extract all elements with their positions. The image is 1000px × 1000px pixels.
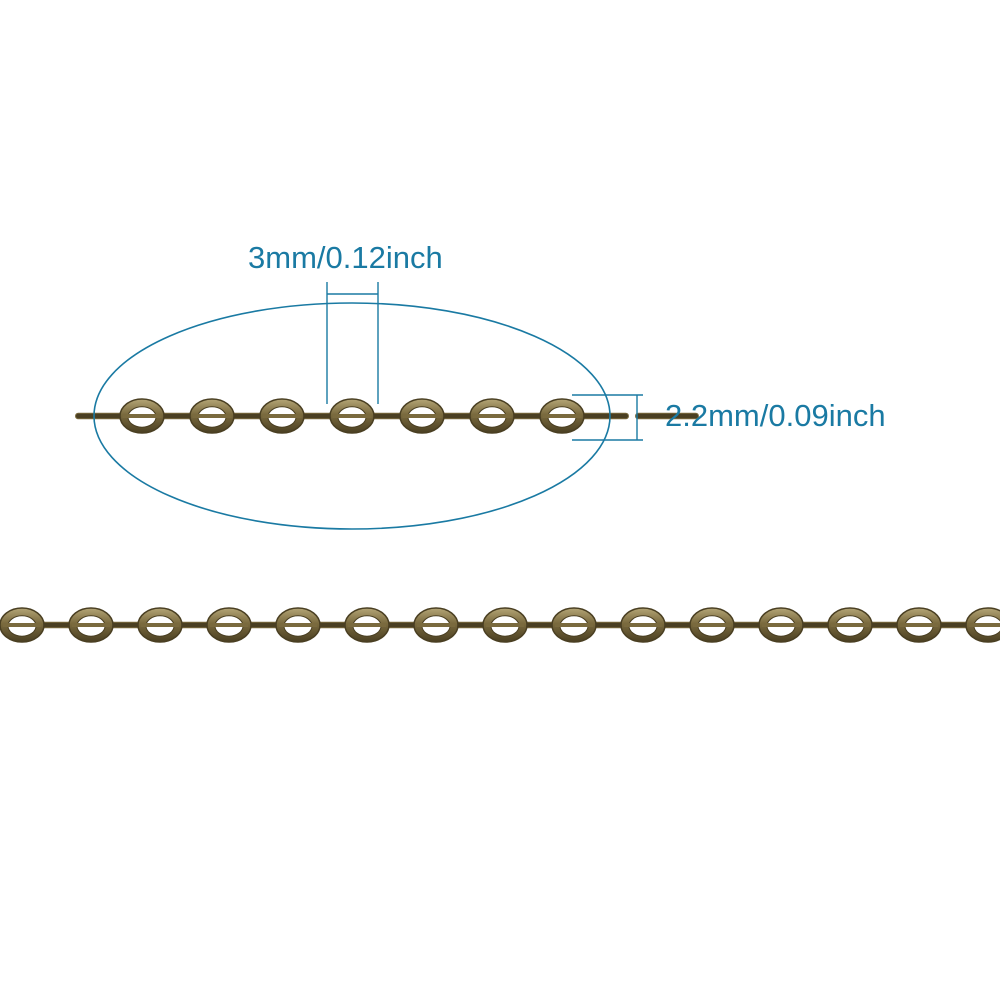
chain-link-crossbar	[761, 623, 801, 627]
chain-link-crossbar	[209, 623, 249, 627]
length-dimension-marker	[326, 282, 379, 404]
chain-link-crossbar	[692, 623, 732, 627]
chain-link-crossbar	[347, 623, 387, 627]
chain-link-crossbar	[485, 623, 525, 627]
chain-detail-magnified	[75, 398, 699, 434]
chain-full-length	[0, 607, 1000, 643]
chain-link-crossbar	[192, 414, 232, 418]
chain-link-crossbar	[542, 414, 582, 418]
chain-link-crossbar	[554, 623, 594, 627]
chain-link-crossbar	[623, 623, 663, 627]
chain-link-crossbar	[472, 414, 512, 418]
width-dimension-label: 2.2mm/0.09inch	[665, 398, 886, 433]
chain-link-crossbar	[262, 414, 302, 418]
chain-link-crossbar	[140, 623, 180, 627]
chain-link-crossbar	[2, 623, 42, 627]
chain-link-crossbar	[71, 623, 111, 627]
width-dimension-marker	[572, 394, 643, 441]
magnifier-ellipse	[93, 302, 611, 530]
chain-link-crossbar	[332, 414, 372, 418]
chain-link-crossbar	[402, 414, 442, 418]
chain-link-edge	[635, 412, 699, 420]
chain-link-crossbar	[968, 623, 1000, 627]
chain-link-crossbar	[416, 623, 456, 627]
length-dimension-label: 3mm/0.12inch	[248, 240, 443, 275]
chain-link-crossbar	[122, 414, 162, 418]
chain-link-crossbar	[830, 623, 870, 627]
chain-link-crossbar	[899, 623, 939, 627]
chain-link-crossbar	[278, 623, 318, 627]
